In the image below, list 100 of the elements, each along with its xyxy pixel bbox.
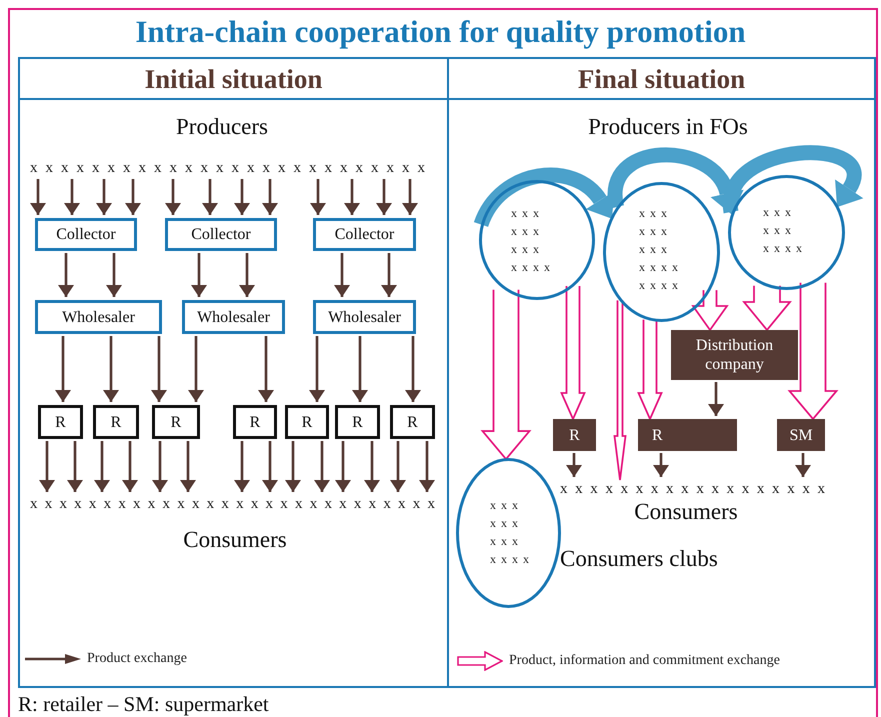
x-marks: x x x [639, 242, 669, 257]
arrow [180, 441, 196, 492]
outlet-box: R [638, 419, 737, 451]
arrow [653, 453, 669, 477]
block-arrow [613, 299, 627, 481]
block-arrow [637, 318, 663, 422]
outlet-box: R [553, 419, 596, 451]
retailer-box: R [38, 405, 83, 439]
x-row: x x x x x x x x x x x x x x x x x x x x x x x x x x x x [30, 495, 435, 513]
section-label: Producers in FOs [588, 113, 748, 141]
x-marks: x x x [511, 224, 541, 239]
arrow [96, 179, 112, 215]
block-arrow [788, 282, 838, 420]
retailer-box: R [390, 405, 435, 439]
x-row: x x x x x x x x x x x x x x x x x x [560, 480, 825, 498]
x-marks: x x x [511, 242, 541, 257]
x-marks: x x x [490, 498, 520, 513]
arrow [566, 453, 582, 477]
arrow [165, 179, 181, 215]
x-marks: x x x [639, 206, 669, 221]
arrow [314, 441, 330, 492]
curved-arrow [608, 148, 743, 214]
arrow [234, 441, 250, 492]
section-label: Consumers [183, 526, 287, 554]
x-marks: x x x x [490, 552, 530, 567]
arrow [258, 336, 274, 402]
actor-box: Collector [313, 218, 416, 251]
x-marks: x x x x [763, 241, 803, 256]
retailer-box: R [285, 405, 329, 439]
arrow [234, 179, 250, 215]
panel [18, 57, 449, 688]
block-arrow [691, 289, 729, 332]
panel [447, 57, 876, 688]
arrow [239, 253, 255, 297]
legend-text: Product, information and commitment exchange [509, 653, 780, 669]
x-marks: x x x [511, 206, 541, 221]
x-marks: x x x x [639, 260, 679, 275]
group-label: Consumers clubs [560, 546, 718, 572]
block-arrow [480, 288, 532, 460]
arrow [103, 336, 119, 402]
arrow [334, 253, 350, 297]
arrow [708, 382, 724, 416]
arrow [94, 441, 110, 492]
arrow [39, 441, 55, 492]
retailer-box: R [335, 405, 380, 439]
retailer-box: R [152, 405, 200, 439]
arrow [364, 441, 380, 492]
outlet-box: Distribution company [671, 330, 798, 380]
arrow [151, 336, 167, 402]
arrow [390, 441, 406, 492]
arrow [262, 179, 278, 215]
arrow [55, 336, 71, 402]
arrow [309, 336, 325, 402]
x-row: x x x x x x x x x x x x x x x x x x x x x x x x x x [30, 159, 425, 177]
panel-heading: Initial situation [144, 63, 324, 96]
actor-box: Wholesaler [182, 300, 285, 334]
arrow [30, 179, 46, 215]
arrow [106, 253, 122, 297]
arrow [381, 253, 397, 297]
arrow [335, 441, 351, 492]
block-arrow [742, 284, 792, 332]
legend-text: Product exchange [87, 651, 187, 667]
arrow [58, 253, 74, 297]
arrow [419, 441, 435, 492]
arrow [152, 441, 168, 492]
arrow [67, 441, 83, 492]
curved-arrow [724, 145, 865, 212]
arrow [310, 179, 326, 215]
arrow [344, 179, 360, 215]
x-marks: x x x x [639, 278, 679, 293]
arrow [125, 179, 141, 215]
x-marks: x x x x [511, 260, 551, 275]
outlet-box: SM [777, 419, 825, 451]
x-marks: x x x [490, 516, 520, 531]
arrow [405, 336, 421, 402]
arrow [64, 179, 80, 215]
x-marks: x x x [639, 224, 669, 239]
retailer-box: R [93, 405, 139, 439]
panel-heading: Final situation [576, 63, 746, 96]
actor-box: Collector [35, 218, 137, 251]
x-marks: x x x [490, 534, 520, 549]
actor-box: Wholesaler [35, 300, 162, 334]
arrow [285, 441, 301, 492]
actor-box: Wholesaler [313, 300, 416, 334]
x-marks: x x x [763, 223, 793, 238]
arrow [262, 441, 278, 492]
actor-box: Collector [165, 218, 277, 251]
block-arrow [560, 285, 586, 422]
caption: R: retailer – SM: supermarket [18, 692, 269, 716]
arrow [188, 336, 204, 402]
arrow [352, 336, 368, 402]
section-label: Producers [176, 113, 268, 141]
retailer-box: R [233, 405, 277, 439]
diagram-title: Intra-chain cooperation for quality promotion [134, 13, 747, 51]
arrow [376, 179, 392, 215]
arrow [122, 441, 138, 492]
section-label: Consumers [634, 498, 738, 526]
arrow [402, 179, 418, 215]
arrow [202, 179, 218, 215]
arrow [795, 453, 811, 477]
